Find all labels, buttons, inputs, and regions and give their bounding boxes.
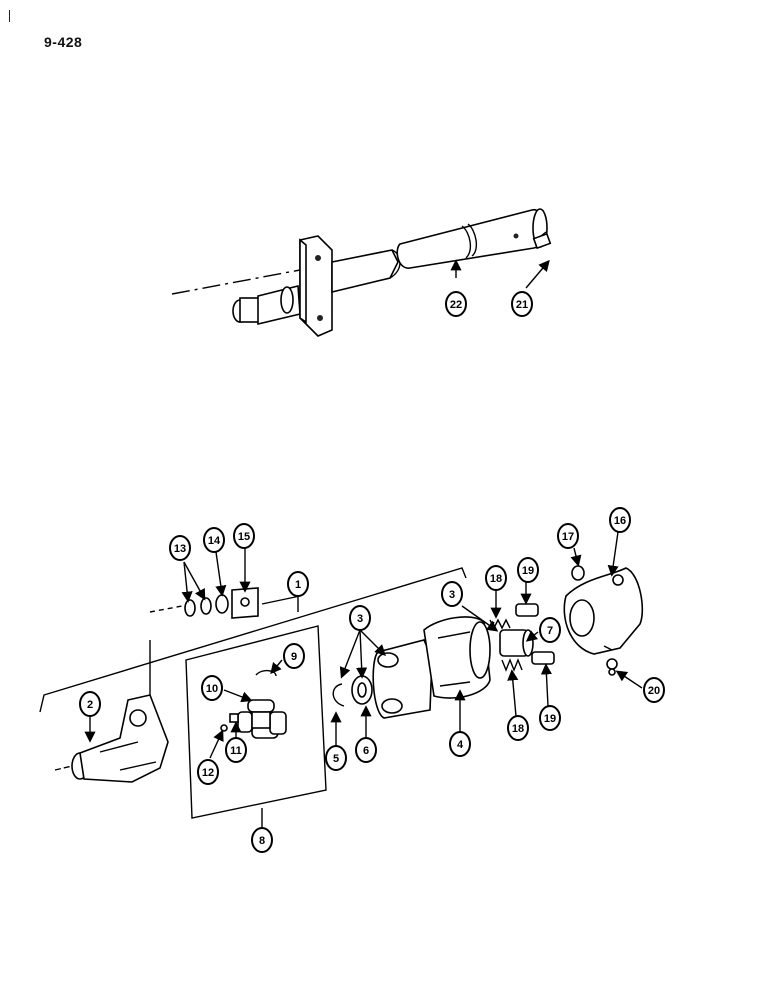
callout-18a: 18 [485,565,507,591]
spring-lower [501,658,523,672]
leader-lines [84,259,643,828]
snap-ring [332,683,345,707]
tube-shaft-right [396,208,548,269]
svg-text:16: 16 [614,515,626,527]
cam-bushing [499,629,534,657]
svg-text:8: 8 [259,835,265,847]
callout-20: 20 [643,677,665,703]
svg-text:22: 22 [450,299,462,311]
callout-17: 17 [557,523,579,549]
callout-2: 2 [79,691,101,717]
splined-yoke [54,694,169,783]
page-number: 9-428 [44,34,83,50]
callout-3b: 3 [441,581,463,607]
callout-21: 21 [511,291,533,317]
callout-18b: 18 [507,715,529,741]
callout-8: 8 [251,827,273,853]
svg-text:14: 14 [208,535,221,547]
svg-text:3: 3 [449,589,455,601]
svg-text:11: 11 [230,745,242,757]
callout-11: 11 [225,737,247,763]
callout-1: 1 [287,571,309,597]
svg-text:20: 20 [648,685,660,697]
set-screw [532,231,552,250]
callout-6: 6 [355,737,377,763]
svg-text:2: 2 [87,699,93,711]
callout-10: 10 [201,675,223,701]
svg-text:15: 15 [238,531,250,543]
cross-bearing-kit-box [185,625,327,819]
flange-housing [563,567,644,655]
svg-text:4: 4 [457,739,464,751]
callout-16: 16 [609,507,631,533]
callout-12: 12 [197,759,219,785]
svg-text:19: 19 [522,565,534,577]
universal-joint-cross [237,699,287,739]
seal-washer-set [184,587,259,619]
washer [571,565,585,581]
upper-shaft-assembly [171,208,552,337]
tube-shaft-left [331,249,401,294]
callout-14: 14 [203,527,225,553]
svg-text:17: 17 [562,531,574,543]
svg-text:13: 13 [174,543,186,555]
callout-5: 5 [325,745,347,771]
svg-text:5: 5 [333,753,339,765]
svg-text:21: 21 [516,299,528,311]
assembly-bracket-line [39,567,467,713]
grease-fitting [606,658,618,676]
svg-text:10: 10 [206,683,218,695]
pin-lower [531,651,555,665]
callout-4: 4 [449,731,471,757]
callout-15: 15 [233,523,255,549]
svg-text:12: 12 [202,767,214,779]
svg-text:18: 18 [490,573,502,585]
callout-19a: 19 [517,557,539,583]
mounting-flange-plate [299,235,333,337]
margin-mark [9,10,10,22]
callout-3a: 3 [349,605,371,631]
svg-text:7: 7 [547,625,553,637]
callout-19b: 19 [539,705,561,731]
svg-text:1: 1 [295,579,301,591]
svg-text:6: 6 [363,745,369,757]
callouts: 22 21 13 14 15 1 2 3 3 9 10 11 12 5 6 4 … [79,291,665,853]
callout-13: 13 [169,535,191,561]
callout-9: 9 [283,643,305,669]
lower-driveline-assembly [39,565,644,819]
svg-text:18: 18 [512,723,524,735]
bearing [351,675,373,705]
callout-7: 7 [539,617,561,643]
splined-stub-shaft [232,284,301,326]
svg-text:19: 19 [544,713,556,725]
callout-22: 22 [445,291,467,317]
clutch-yoke-housing [372,616,491,719]
pin-upper [515,603,539,617]
svg-text:9: 9 [291,651,297,663]
svg-text:3: 3 [357,613,363,625]
